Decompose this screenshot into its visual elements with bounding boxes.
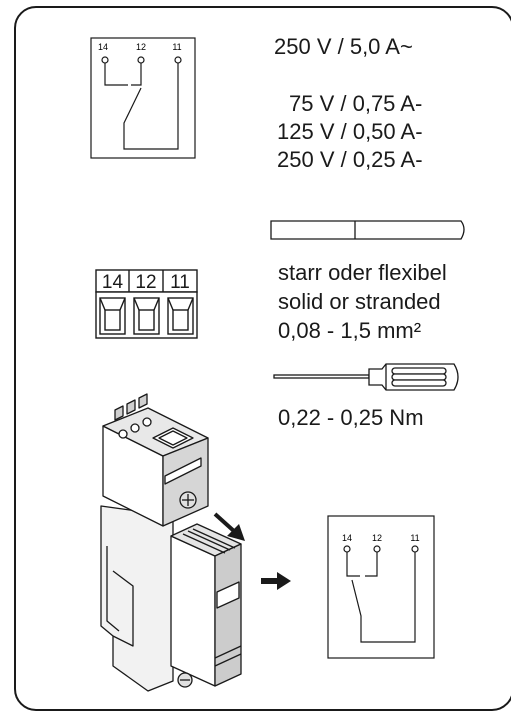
terminal-12-label-bottom: 12	[372, 533, 382, 543]
rating-ac: 250 V / 5,0 A~	[274, 34, 413, 59]
terminal-14-label-bottom: 14	[342, 533, 352, 543]
rating-dc-125v: 125 V / 0,50 A-	[277, 119, 423, 144]
rating-dc-75v: 75 V / 0,75 A-	[289, 91, 423, 116]
torque-spec: 0,22 - 0,25 Nm	[278, 405, 424, 430]
screwdriver-icon	[273, 363, 459, 391]
relay-contact-diagram-top: 14 12 11	[90, 37, 196, 159]
terminal-11-label: 11	[172, 42, 181, 52]
terminal-block-icon: 14 12 11	[95, 269, 198, 339]
wire-icon	[270, 220, 465, 240]
relay-module-icon	[100, 393, 291, 692]
terminal-12-label: 12	[136, 42, 146, 52]
terminal-11-label-bottom: 11	[410, 533, 419, 543]
arrow-diagonal-icon	[213, 512, 245, 541]
block-terminal-11: 11	[170, 272, 190, 293]
block-terminal-14: 14	[102, 272, 124, 293]
wire-spec-line2: solid or stranded	[278, 289, 441, 314]
relay-contact-diagram-bottom: 14 12 11	[327, 515, 435, 659]
block-terminal-12: 12	[135, 272, 156, 293]
arrow-right-icon	[261, 572, 291, 590]
rating-dc-250v: 250 V / 0,25 A-	[277, 147, 423, 172]
terminal-14-label: 14	[98, 42, 108, 52]
wire-spec-line1: starr oder flexibel	[278, 260, 447, 285]
wire-spec-line3: 0,08 - 1,5 mm²	[278, 318, 422, 343]
